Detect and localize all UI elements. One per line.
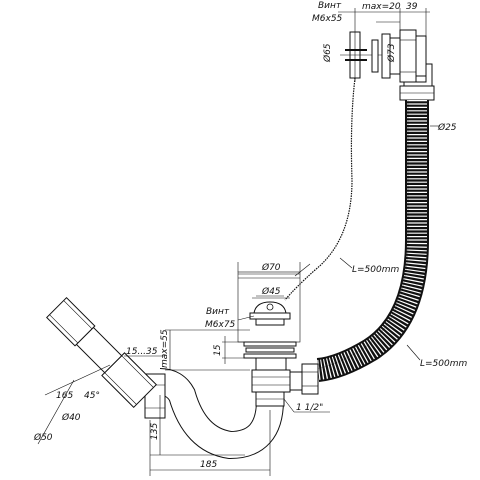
label-d70: Ø70	[261, 262, 281, 273]
label-screw-top: Винт	[318, 1, 342, 11]
label-max55: max=55	[160, 329, 170, 368]
drain-plug-assembly	[237, 262, 319, 395]
label-hose-len: L=500mm	[420, 359, 468, 369]
outlet-pipe	[46, 297, 158, 409]
label-angle45: 45°	[84, 391, 100, 401]
label-15-35: 15...35	[126, 347, 158, 357]
label-max20: max=20	[362, 2, 401, 12]
label-d50: Ø50	[33, 432, 53, 443]
label-d45: Ø45	[261, 286, 281, 297]
label-d135: 135	[150, 423, 160, 440]
label-d39: 39	[406, 2, 418, 12]
label-d40: Ø40	[61, 412, 81, 423]
label-d25: Ø25	[437, 122, 457, 133]
control-cable	[284, 77, 356, 301]
corrugated-hose	[308, 100, 429, 382]
label-cable-len: L=500mm	[352, 265, 400, 275]
label-d165: 165	[56, 391, 73, 401]
label-d73: Ø73	[386, 43, 397, 63]
label-screw-bottom: Винт	[206, 307, 230, 317]
label-d65: Ø65	[322, 43, 333, 63]
label-d185: 185	[200, 460, 217, 470]
label-screw-top-size: M6x55	[312, 14, 343, 24]
dimension-lines	[37, 257, 421, 476]
label-screw-bottom-size: M6x75	[205, 320, 236, 330]
overflow-assembly	[338, 8, 435, 101]
label-thread: 1 1/2"	[296, 403, 323, 413]
label-d15: 15	[213, 344, 223, 356]
